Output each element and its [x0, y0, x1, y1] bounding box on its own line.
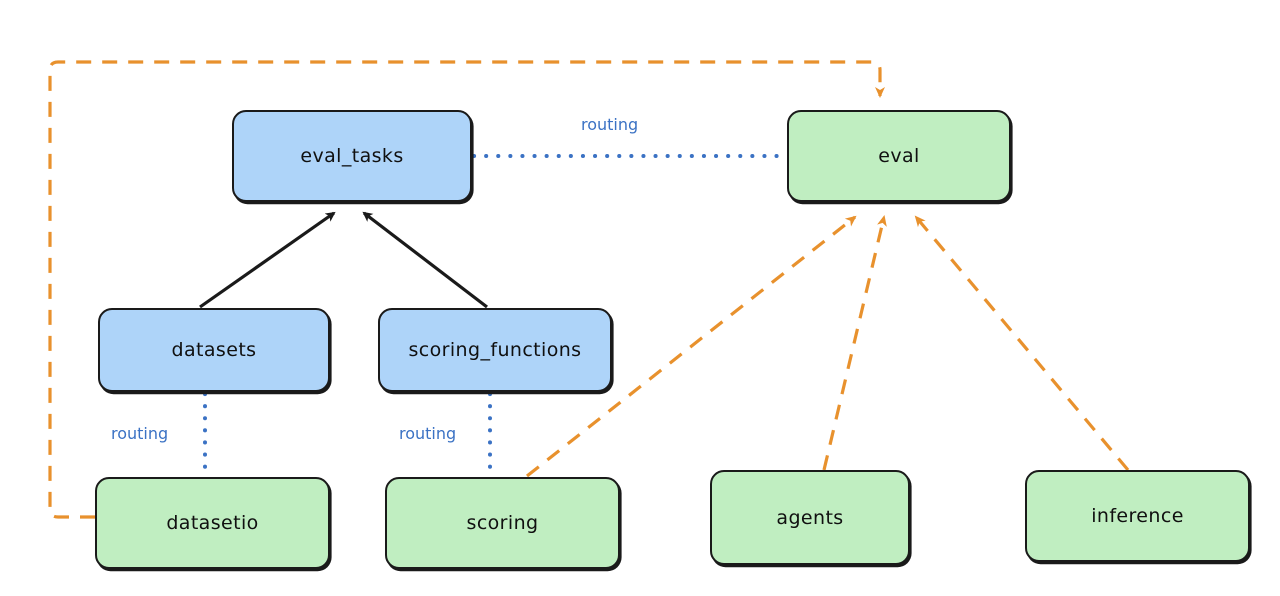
node-label: datasets [171, 339, 257, 361]
node-label: eval [878, 145, 920, 167]
edge-inference-to-eval [914, 215, 1130, 472]
node-agents[interactable]: agents [710, 470, 910, 565]
edge-label-routing-datasets-datasetio: routing [108, 424, 172, 443]
node-label: inference [1091, 505, 1184, 527]
node-inference[interactable]: inference [1025, 470, 1250, 562]
edge-datasetio-to-eval [48, 60, 885, 519]
edge-scoring-functions-to-eval_tasks [362, 211, 488, 309]
edge-datasets-to-eval_tasks [199, 211, 336, 309]
edge-scoring-to-eval [526, 215, 857, 478]
edge-label-routing-scoring-functions-scoring: routing [396, 424, 460, 443]
node-label: eval_tasks [300, 145, 404, 167]
node-label: scoring_functions [408, 339, 582, 361]
node-eval[interactable]: eval [787, 110, 1011, 202]
node-scoring[interactable]: scoring [385, 477, 620, 569]
node-label: agents [776, 506, 844, 529]
node-datasets[interactable]: datasets [98, 308, 330, 392]
node-label: scoring [466, 512, 539, 534]
edge-label-routing-eval-tasks-eval: routing [578, 115, 642, 134]
node-eval-tasks[interactable]: eval_tasks [232, 110, 472, 202]
edge-agents-to-eval [822, 215, 887, 471]
node-scoring-functions[interactable]: scoring_functions [378, 308, 612, 392]
node-label: datasetio [166, 512, 259, 534]
node-datasetio[interactable]: datasetio [95, 477, 330, 569]
